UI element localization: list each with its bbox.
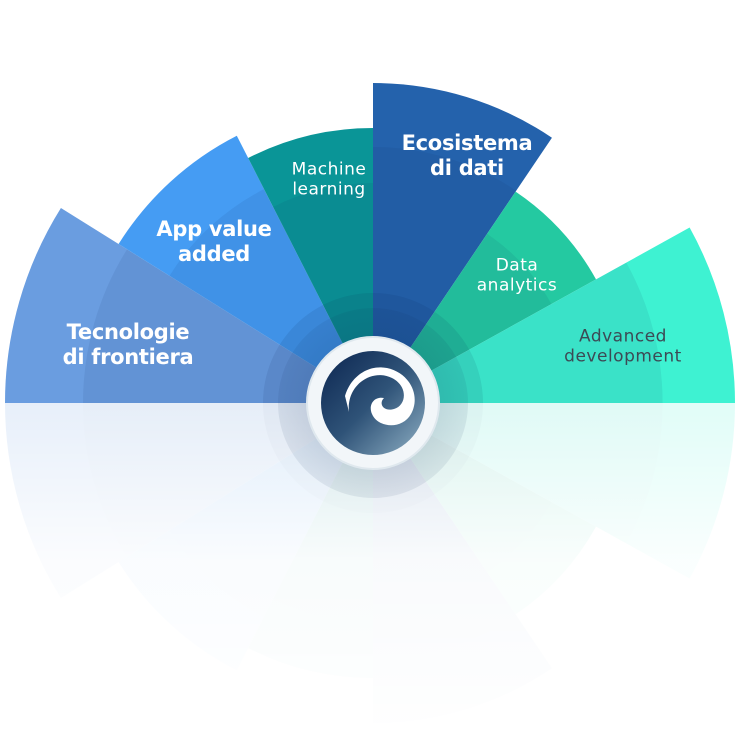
segment-data-analytics: Data analytics <box>477 256 558 297</box>
segment-label-line2: analytics <box>476 276 558 296</box>
segment-label-line1: Data <box>495 255 539 276</box>
segment-label-line1: App value <box>156 216 272 241</box>
segment-label-line2: development <box>564 347 682 367</box>
segment-label-line1: Advanced <box>579 326 667 347</box>
wedge-adv <box>373 227 735 403</box>
segment-label-line2: added <box>177 242 250 266</box>
segment-label-line1: Machine <box>291 159 367 180</box>
swirl-logo-icon <box>321 351 425 455</box>
segment-app-value: App value added <box>156 217 271 267</box>
segment-label-line2: di dati <box>430 156 504 180</box>
segment-label-line2: learning <box>292 180 366 200</box>
segment-tecnologie: Tecnologie di frontiera <box>63 320 194 370</box>
segment-ecosistema: Ecosistema di dati <box>402 131 533 181</box>
wedge-tecnologie <box>5 207 373 403</box>
segment-label-line1: Tecnologie <box>66 319 190 344</box>
segment-advanced-development: Advanced development <box>564 327 682 368</box>
segment-label-line2: di frontiera <box>62 345 194 369</box>
segment-machine-learning: Machine learning <box>292 160 367 201</box>
segment-label-line1: Ecosistema <box>401 130 533 155</box>
